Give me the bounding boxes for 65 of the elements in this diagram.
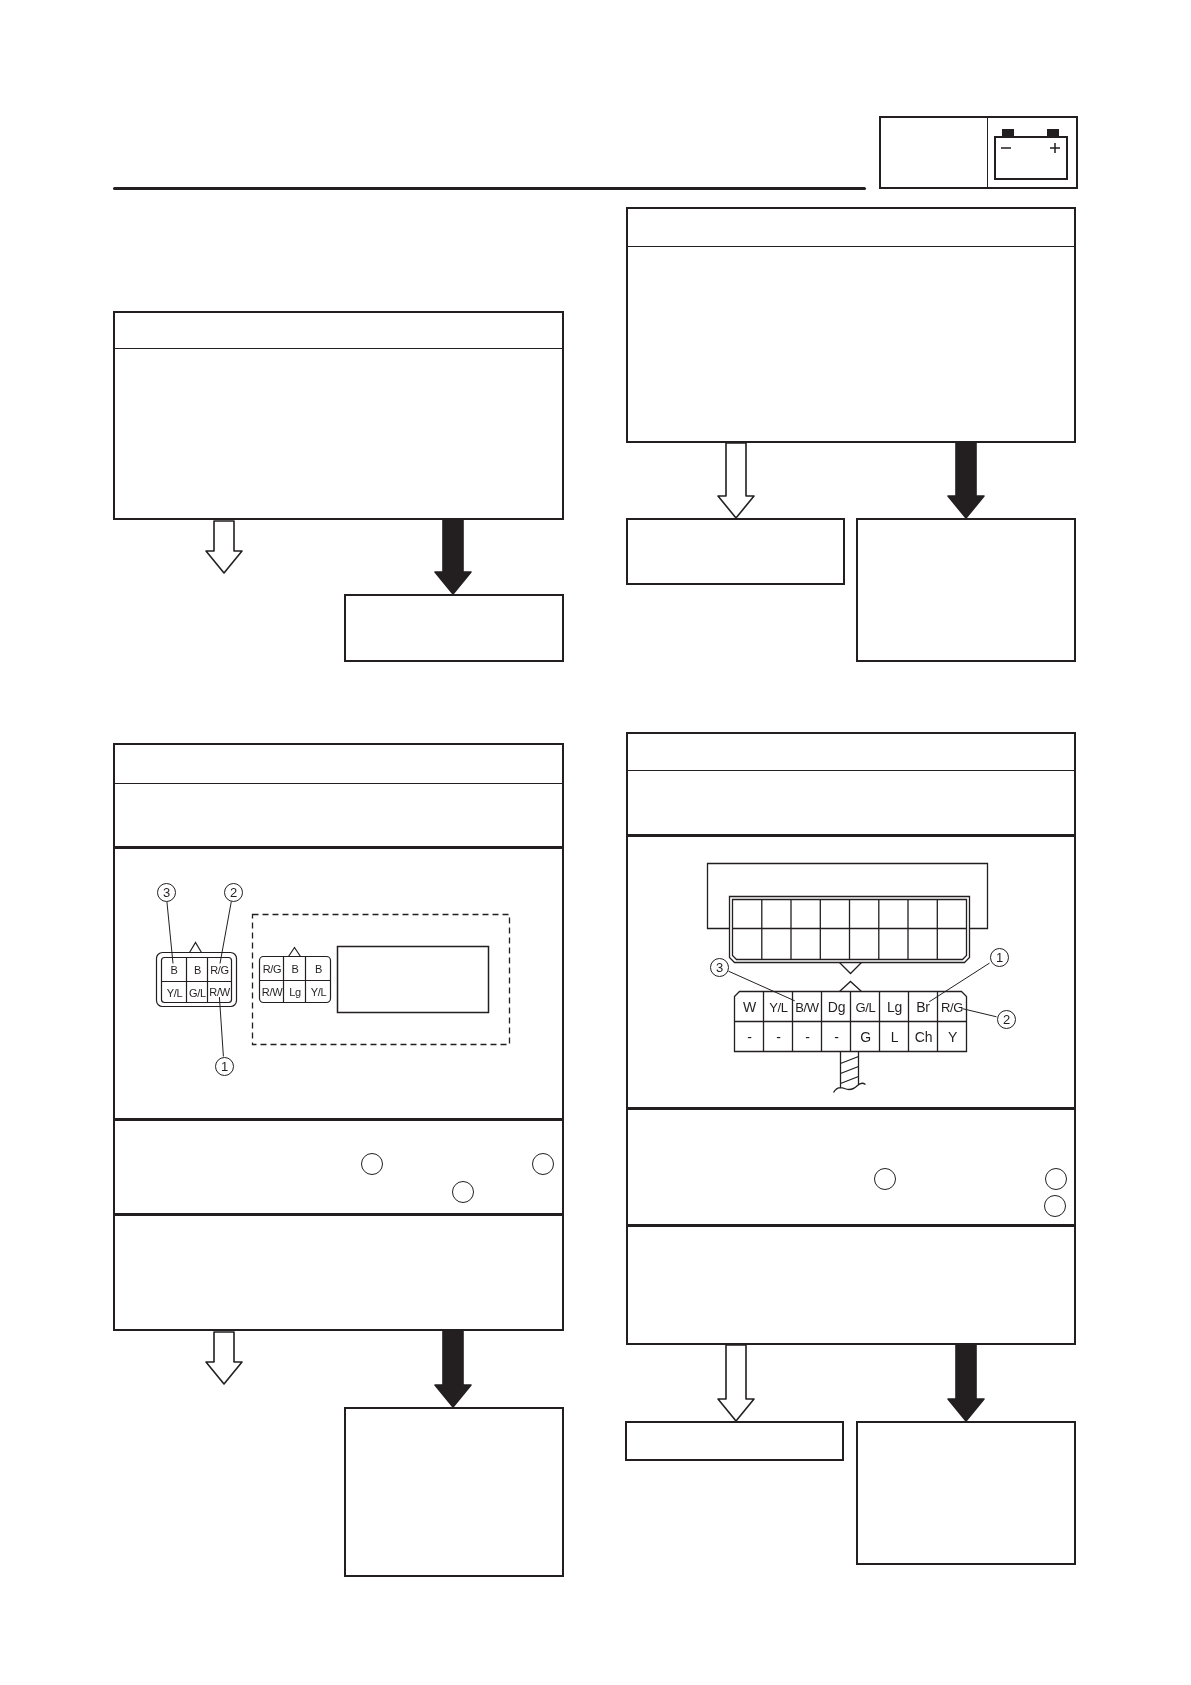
block-arrow (205, 520, 243, 574)
callout-number: 2 (997, 1010, 1016, 1029)
wire-color-code: B (315, 963, 322, 975)
callout-number: 3 (710, 958, 729, 977)
wire-color-code: B (291, 963, 299, 975)
wire-color-code: R/G (940, 1000, 964, 1013)
wire-color-code: Br (916, 999, 930, 1014)
block-arrow (947, 442, 985, 519)
step-box (344, 594, 564, 662)
callout-circle (451, 1180, 474, 1203)
block-arrow (717, 442, 755, 519)
leader-line (962, 1008, 997, 1018)
leader-line (928, 962, 990, 1003)
section-tab (879, 116, 1078, 189)
wire-color-code: G (860, 1030, 871, 1044)
wire-color-code: G/L (189, 987, 206, 998)
block-arrow (434, 1330, 472, 1408)
block-arrow (205, 1331, 243, 1385)
step-box (113, 311, 564, 520)
wire-color-code: B (170, 964, 178, 975)
callout-circle (360, 1152, 383, 1175)
step-box (113, 743, 564, 1331)
wire-color-code: Y/L (166, 987, 183, 998)
callout-circle (873, 1167, 896, 1190)
wire-color-code: R/G (262, 963, 282, 975)
wire-color-code: Dg (827, 1000, 846, 1014)
wire-color-code: Lg (887, 1000, 902, 1014)
block-arrow (717, 1344, 755, 1422)
callout-number: 2 (224, 883, 243, 902)
wire-color-code: - (776, 1030, 781, 1044)
step-box (856, 1421, 1076, 1565)
callout-circle (531, 1152, 554, 1175)
callout-number: 3 (157, 883, 176, 902)
wire-color-code: W (743, 1000, 756, 1014)
callout-circle (1044, 1167, 1067, 1190)
leader-line (166, 901, 174, 964)
wire-color-code: G/L (855, 1000, 876, 1014)
wire-color-code: Ch (914, 1030, 933, 1044)
wire-color-code: Y/L (310, 986, 327, 998)
block-arrow (947, 1344, 985, 1422)
step-box (856, 518, 1076, 662)
step-box (344, 1407, 564, 1577)
leader-line (219, 901, 232, 964)
wire-color-code: R/W (209, 986, 230, 998)
callout-number: 1 (990, 948, 1009, 967)
wire-color-code: - (747, 1030, 752, 1044)
wire-color-code: - (834, 1030, 839, 1044)
leader-line (218, 996, 224, 1057)
wire-color-code: - (805, 1030, 810, 1044)
wire-color-code: B/W (795, 1000, 819, 1013)
step-box (626, 518, 845, 585)
wire-color-code: R/W (261, 986, 283, 998)
callout-number: 1 (215, 1057, 234, 1076)
leader-line (728, 970, 796, 1002)
step-box (626, 207, 1076, 443)
block-arrow (434, 519, 472, 595)
wire-color-code: L (890, 1030, 899, 1044)
wire-color-code: Y (948, 1030, 957, 1044)
step-box (625, 1421, 844, 1461)
step-box (626, 732, 1076, 1345)
wire-color-code: Lg (289, 986, 301, 998)
wire-color-code: B (194, 964, 201, 976)
callout-circle (1043, 1194, 1066, 1217)
wire-color-code: Y/L (769, 1000, 788, 1014)
wire-color-code: R/G (210, 964, 229, 975)
